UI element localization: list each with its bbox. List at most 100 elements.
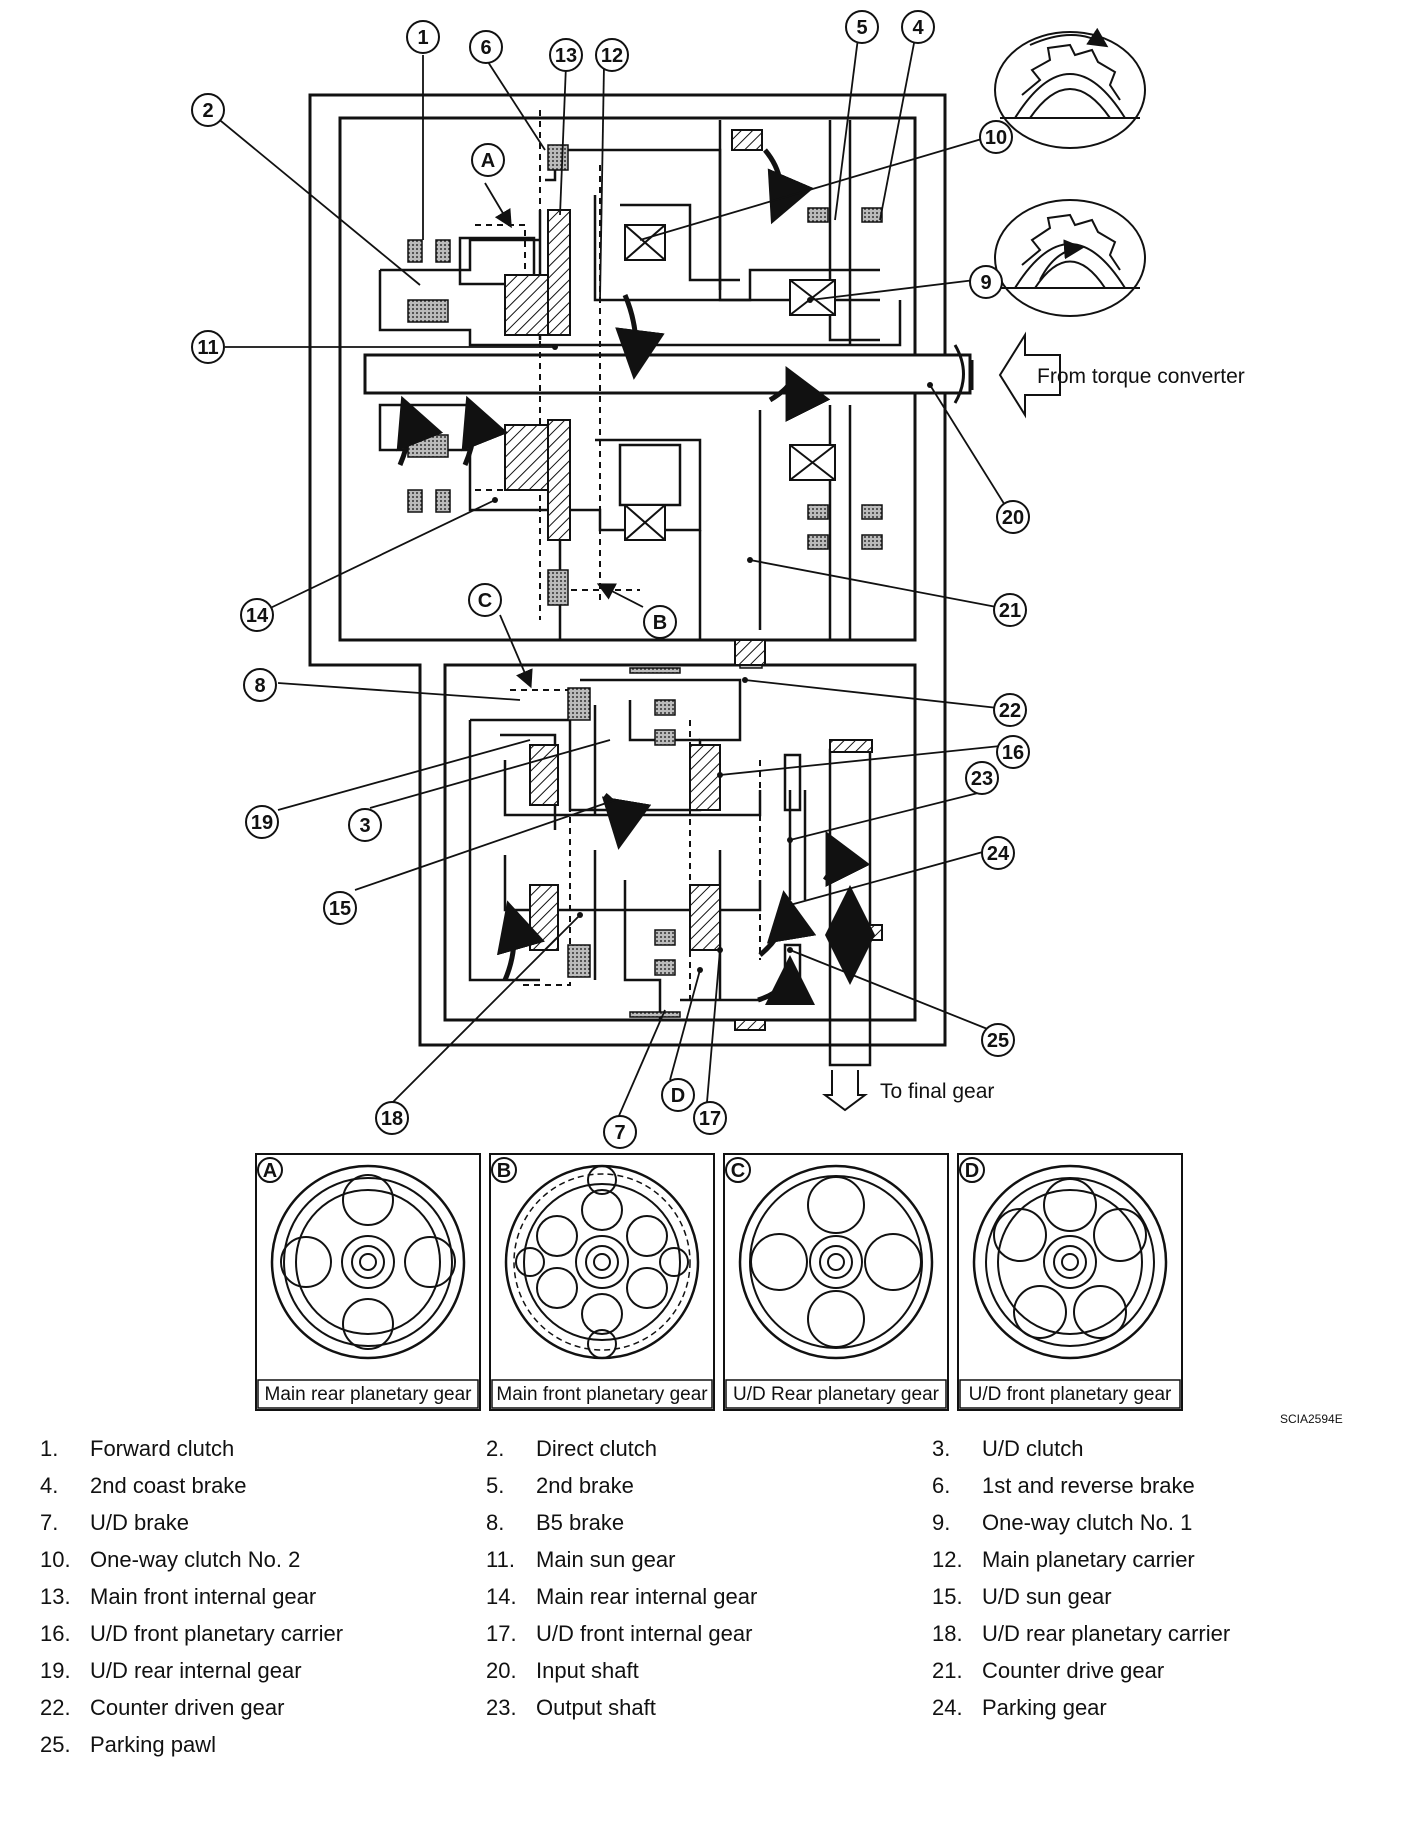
one-way-clutch-boxes (624, 224, 836, 541)
to-final-gear-label: To final gear (880, 1080, 994, 1103)
lower-gear-assembly (468, 678, 872, 1067)
transmission-diagram: 1 2 3 4 5 6 7 8 9 10 11 12 13 14 15 16 1… (191, 10, 1245, 1411)
power-flow-arrows (396, 148, 875, 1006)
callout-C: C (468, 583, 502, 617)
svg-text:9: 9 (980, 272, 991, 294)
inset-ud-front-planetary: D U/D front planetary gear (957, 1153, 1183, 1411)
inset-main-rear-planetary: A Main rear planetary gear (255, 1153, 481, 1411)
legend-item: 6.1st and reverse brake (932, 1472, 1195, 1498)
reference-code: SCIA2594E (1280, 1412, 1343, 1426)
svg-text:10: 10 (985, 127, 1007, 149)
legend-item: 24.Parking gear (932, 1694, 1107, 1720)
callout-6: 6 (469, 30, 503, 64)
callout-18: 18 (375, 1101, 409, 1135)
legend-item: 22.Counter driven gear (40, 1694, 285, 1720)
svg-text:18: 18 (381, 1108, 403, 1130)
callout-D: D (661, 1078, 695, 1112)
callout-14: 14 (240, 598, 274, 632)
svg-text:B: B (653, 612, 667, 634)
callout-B: B (643, 605, 677, 639)
legend-row: 19.U/D rear internal gear 20.Input shaft… (40, 1652, 1380, 1689)
svg-text:C: C (731, 1160, 745, 1182)
svg-text:11: 11 (197, 337, 218, 359)
callout-3: 3 (348, 808, 382, 842)
flow-direction-arrows (822, 331, 1061, 1112)
callout-25: 25 (981, 1023, 1015, 1057)
input-shaft (363, 344, 974, 404)
svg-text:A: A (481, 150, 495, 172)
legend-item: 21.Counter drive gear (932, 1657, 1165, 1683)
legend-item: 16.U/D front planetary carrier (40, 1620, 344, 1646)
svg-text:Main front planetary gear: Main front planetary gear (496, 1384, 708, 1405)
svg-text:19: 19 (251, 812, 273, 834)
legend-item: 5.2nd brake (486, 1472, 634, 1498)
legend-item: 9.One-way clutch No. 1 (932, 1509, 1193, 1535)
callout-22: 22 (993, 693, 1027, 727)
svg-text:7: 7 (614, 1122, 625, 1144)
dashed-boundaries (475, 110, 761, 1000)
legend-item: 3.U/D clutch (932, 1435, 1084, 1461)
legend-item: 19.U/D rear internal gear (40, 1657, 302, 1683)
hatched-gears-lower (529, 639, 883, 1031)
svg-text:B: B (497, 1160, 511, 1182)
legend-item: 18.U/D rear planetary carrier (932, 1620, 1231, 1646)
callout-16: 16 (996, 735, 1030, 769)
svg-text:4: 4 (912, 17, 924, 39)
svg-text:21: 21 (999, 600, 1021, 622)
callout-24: 24 (981, 836, 1015, 870)
leader-lines (209, 37, 1011, 1119)
legend-item: 17.U/D front internal gear (486, 1620, 753, 1646)
legend-item: 4.2nd coast brake (40, 1472, 247, 1498)
callout-13: 13 (549, 38, 583, 72)
planetary-insets: A Main rear planetary gear B (255, 1153, 1183, 1411)
svg-text:A: A (263, 1160, 277, 1182)
callout-19: 19 (245, 805, 279, 839)
legend-row: 13.Main front internal gear 14.Main rear… (40, 1578, 1380, 1615)
to-final-gear-arrow (822, 1070, 868, 1112)
legend-row: 4.2nd coast brake 5.2nd brake 6.1st and … (40, 1467, 1380, 1504)
legend-item: 11.Main sun gear (486, 1546, 676, 1572)
legend-item: 1.Forward clutch (40, 1435, 235, 1461)
inset-main-front-planetary: B Main front planetary gear (489, 1153, 715, 1411)
callout-2: 2 (191, 93, 225, 127)
callout-12: 12 (595, 38, 629, 72)
callouts: 1 2 3 4 5 6 7 8 9 10 11 12 13 14 15 16 1… (191, 10, 1030, 1149)
svg-text:15: 15 (329, 898, 351, 920)
legend-item: 14.Main rear internal gear (486, 1583, 758, 1609)
svg-text:C: C (478, 590, 492, 612)
svg-text:22: 22 (999, 700, 1021, 722)
legend-item: 15.U/D sun gear (932, 1583, 1112, 1609)
from-torque-converter-label: From torque converter (1037, 365, 1245, 388)
legend-row: 10.One-way clutch No. 2 11.Main sun gear… (40, 1541, 1380, 1578)
legend-row: 16.U/D front planetary carrier 17.U/D fr… (40, 1615, 1380, 1652)
svg-text:3: 3 (359, 815, 370, 837)
legend-item: 20.Input shaft (486, 1657, 639, 1683)
callout-23: 23 (965, 761, 999, 795)
legend-item: 12.Main planetary carrier (932, 1546, 1195, 1572)
svg-text:D: D (671, 1085, 685, 1107)
callout-1: 1 (406, 20, 440, 54)
callout-20: 20 (996, 500, 1030, 534)
from-torque-converter-arrow (998, 331, 1061, 419)
svg-text:12: 12 (601, 45, 623, 67)
legend-item: 2.Direct clutch (486, 1435, 658, 1461)
svg-text:8: 8 (254, 675, 265, 697)
legend-item: 13.Main front internal gear (40, 1583, 317, 1609)
inset-ud-rear-planetary: C U/D Rear planetary gear (723, 1153, 949, 1411)
svg-text:2: 2 (202, 100, 213, 122)
legend-item: 25.Parking pawl (40, 1731, 216, 1757)
leader-dots (492, 297, 933, 973)
legend-row: 25.Parking pawl (40, 1726, 1380, 1763)
callout-A: A (471, 143, 505, 177)
callout-15: 15 (323, 891, 357, 925)
svg-text:D: D (965, 1160, 979, 1182)
svg-text:U/D front planetary gear: U/D front planetary gear (969, 1384, 1172, 1405)
legend-row: 7.U/D brake 8.B5 brake 9.One-way clutch … (40, 1504, 1380, 1541)
svg-text:16: 16 (1002, 742, 1024, 764)
callout-5: 5 (845, 10, 879, 44)
callout-4: 4 (901, 10, 935, 44)
svg-text:6: 6 (480, 37, 491, 59)
legend-item: 10.One-way clutch No. 2 (40, 1546, 301, 1572)
svg-text:5: 5 (856, 17, 867, 39)
svg-text:13: 13 (555, 45, 577, 67)
